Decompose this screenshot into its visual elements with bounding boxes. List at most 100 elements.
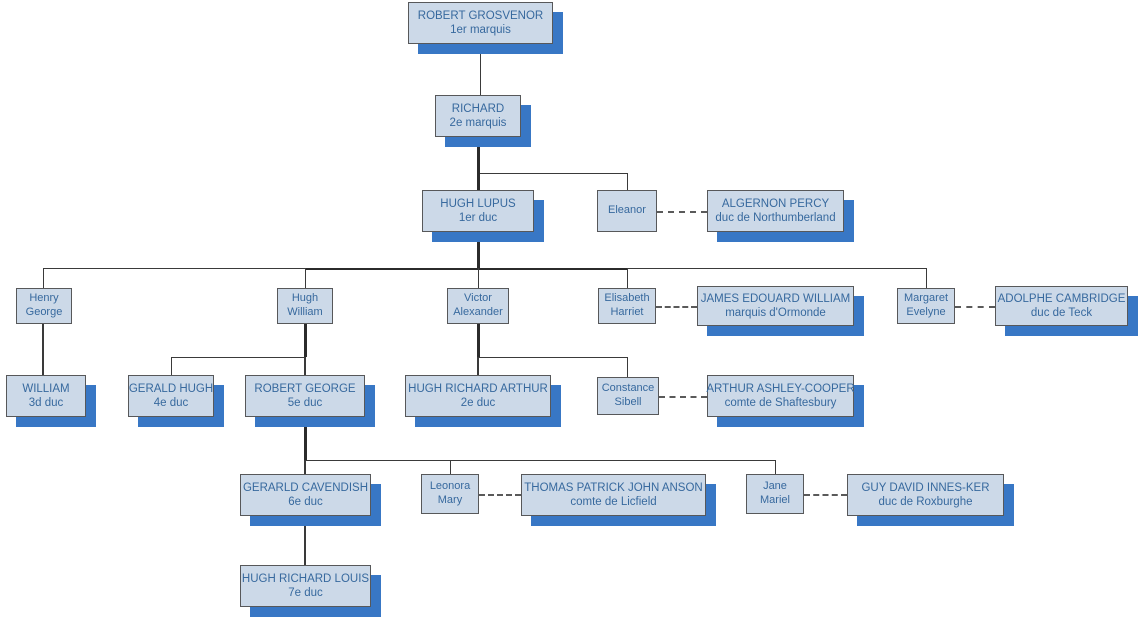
person-name: GERALD HUGH: [128, 382, 214, 395]
marriage-link-dash-elisabeth-james: [656, 306, 697, 308]
person-node-algernon_percy[interactable]: ALGERNON PERCY duc de Northumberland: [707, 190, 844, 232]
person-title: comte de Shaftesbury: [724, 397, 837, 409]
person-title: 3d duc: [28, 397, 64, 409]
connector-h-victor-bus: [478, 357, 627, 358]
person-node-adolphe_cambridge[interactable]: ADOLPHE CAMBRIDGE duc de Teck: [995, 286, 1128, 326]
person-title: Harriet: [610, 306, 644, 318]
connector-v-victor-down: [477, 324, 480, 357]
person-title: duc de Northumberland: [715, 212, 836, 224]
person-node-guy_david_innes_ker[interactable]: GUY DAVID INNES-KER duc de Roxburghe: [847, 474, 1004, 516]
person-title: Sibell: [614, 396, 642, 408]
person-name: GUY DAVID INNES-KER: [861, 481, 990, 494]
person-name: ROBERT GROSVENOR: [417, 9, 544, 22]
person-title: duc de Roxburghe: [878, 496, 973, 508]
connector-v-geraldh-up: [171, 357, 172, 375]
person-title: Alexander: [453, 306, 503, 318]
person-node-robert_george[interactable]: ROBERT GEORGE 5e duc: [245, 375, 365, 417]
person-name: GERARLD CAVENDISH: [242, 481, 369, 494]
connector-v-constance-up: [627, 357, 628, 377]
person-name: HUGH LUPUS: [440, 197, 516, 210]
person-title: George: [25, 306, 63, 318]
person-name: ADOLPHE CAMBRIDGE: [997, 292, 1126, 305]
person-node-gerarld_cavendish[interactable]: GERARLD CAVENDISH 6e duc: [240, 474, 371, 516]
connector-v-henry-down: [42, 324, 44, 375]
connector-h-richard-bus: [478, 173, 627, 174]
person-node-william[interactable]: WILLIAM 3d duc: [6, 375, 86, 417]
person-name: Margaret: [903, 292, 949, 305]
marriage-link-dash-constance-arthur: [659, 396, 707, 398]
person-name: ALGERNON PERCY: [721, 197, 830, 210]
connector-v-jane-up: [775, 460, 776, 474]
person-name: Constance: [601, 382, 655, 395]
person-name: JAMES EDOUARD WILLIAM: [700, 292, 851, 305]
connector-v-hugh-lupus-up: [477, 173, 480, 190]
person-name: Henry: [29, 292, 59, 305]
connector-v-hughw-down: [304, 324, 307, 357]
connector-v-victor-up: [478, 268, 479, 288]
person-title: Evelyne: [906, 306, 946, 318]
connector-h-robertg-bus: [305, 460, 775, 461]
connector-v-henry-up: [43, 268, 44, 288]
marriage-link-dash-eleanor-algernon: [657, 211, 707, 213]
person-title: marquis d'Ormonde: [725, 307, 826, 319]
person-name: Jane: [763, 480, 787, 493]
marriage-link-dash-jane-guy: [804, 494, 847, 496]
person-name: ARTHUR ASHLEY-COOPER: [706, 382, 855, 395]
connector-v-robert-down: [480, 44, 481, 95]
person-node-thomas_patrick_john_anson[interactable]: THOMAS PATRICK JOHN ANSON comte de Licfie…: [521, 474, 706, 516]
connector-v-hugh-lupus-down: [477, 232, 480, 268]
connector-v-elisabeth-up: [627, 268, 628, 288]
person-node-eleanor[interactable]: Eleanor: [597, 190, 657, 232]
person-node-james_edouard_william[interactable]: JAMES EDOUARD WILLIAM marquis d'Ormonde: [697, 286, 854, 326]
person-name: WILLIAM: [22, 382, 70, 395]
person-title: 4e duc: [153, 397, 189, 409]
person-title: 1er duc: [458, 212, 498, 224]
person-title: 2e marquis: [449, 117, 507, 129]
person-node-hugh_richard_louis[interactable]: HUGH RICHARD LOUIS 7e duc: [240, 565, 371, 607]
connector-v-gerarld-down: [304, 516, 306, 565]
person-title: comte de Licfield: [570, 496, 657, 508]
connector-v-margaret-up: [926, 268, 927, 288]
person-name: RICHARD: [451, 102, 505, 115]
person-title: duc de Teck: [1030, 307, 1093, 319]
marriage-link-dash-margaret-adolphe: [955, 306, 995, 308]
person-node-gerald_hugh[interactable]: GERALD HUGH 4e duc: [128, 375, 214, 417]
person-title: 6e duc: [288, 496, 323, 508]
connector-v-hughw-up: [305, 268, 306, 288]
person-name: HUGH RICHARD LOUIS: [241, 572, 370, 585]
connector-h-hughw-bus: [171, 357, 305, 358]
connector-v-robertg-up: [304, 357, 306, 375]
person-name: Hugh: [291, 292, 319, 305]
person-name: Leonora: [429, 480, 471, 493]
person-title: 7e duc: [288, 587, 323, 599]
connector-v-leonora-up: [450, 460, 451, 474]
person-name: THOMAS PATRICK JOHN ANSON: [524, 481, 703, 494]
connector-v-eleanor-up: [627, 173, 628, 190]
person-node-richard[interactable]: RICHARD 2e marquis: [435, 95, 521, 137]
marriage-link-dash-leonora-thomas: [479, 494, 521, 496]
person-title: 5e duc: [287, 397, 323, 409]
person-title: Mary: [437, 494, 463, 506]
person-name: ROBERT GEORGE: [254, 382, 356, 395]
person-title: 2e duc: [460, 397, 496, 409]
person-node-hugh_lupus[interactable]: HUGH LUPUS 1er duc: [422, 190, 534, 232]
connector-v-richard-down: [477, 137, 480, 173]
person-node-arthur_ashley_cooper[interactable]: ARTHUR ASHLEY-COOPER comte de Shaftesbury: [706, 375, 855, 417]
connector-v-robertg-down: [304, 417, 307, 460]
person-name: Victor: [464, 292, 492, 305]
person-name: HUGH RICHARD ARTHUR: [408, 382, 548, 395]
person-name: Eleanor: [608, 204, 646, 217]
person-node-hugh_richard_arthur[interactable]: HUGH RICHARD ARTHUR 2e duc: [405, 375, 551, 417]
person-name: Elisabeth: [604, 292, 650, 305]
connector-v-hra-up: [477, 357, 479, 375]
